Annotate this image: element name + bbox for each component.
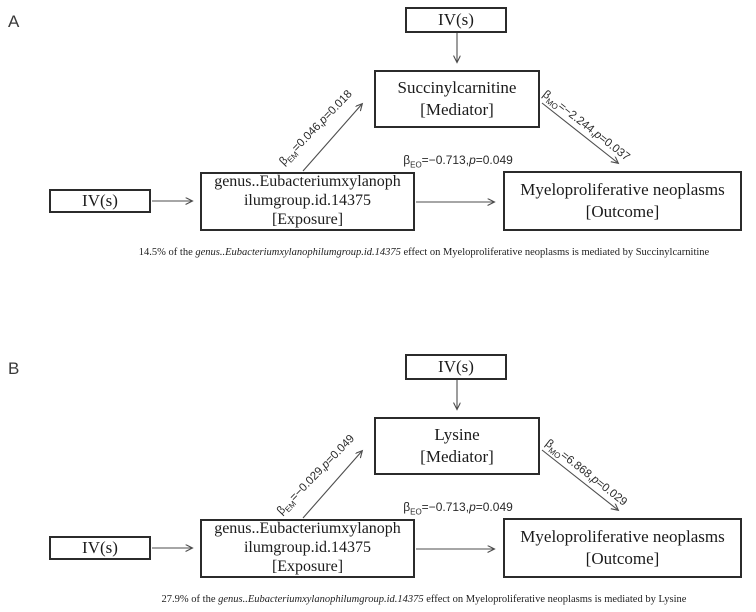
beta-eo-label: βEO=−0.713,p=0.049 (403, 153, 513, 170)
panel-a-caption: 14.5% of the genus..Eubacteriumxylanophi… (138, 247, 710, 258)
outcome-role: [Outcome] (585, 202, 660, 221)
iv-box-top-label: IV(s) (438, 10, 474, 29)
arrow-mediator-to-outcome (541, 449, 618, 510)
exposure-name-line2: ilumgroup.id.14375 (243, 192, 372, 210)
exposure-role: [Exposure] (271, 210, 344, 228)
iv-box-left: IV(s) (49, 536, 151, 560)
iv-box-left: IV(s) (49, 189, 151, 213)
panel-a: A IV(s) IV(s) Succinylcarnitine [Mediato… (0, 0, 756, 300)
panel-b-caption: 27.9% of the genus..Eubacteriumxylanophi… (161, 594, 687, 605)
beta-eo-label: βEO=−0.713,p=0.049 (403, 500, 513, 517)
panel-b: B IV(s) IV(s) Lysine [Mediator] genus..E… (0, 347, 756, 612)
arrow-exposure-to-mediator (302, 104, 362, 172)
arrow-exposure-to-mediator (302, 451, 362, 519)
outcome-role: [Outcome] (585, 549, 660, 568)
iv-box-top: IV(s) (405, 354, 507, 380)
iv-box-left-label: IV(s) (82, 538, 118, 557)
exposure-name-line2: ilumgroup.id.14375 (243, 539, 372, 557)
iv-box-top-label: IV(s) (438, 357, 474, 376)
panel-b-label: B (8, 359, 20, 378)
panel-a-label: A (8, 12, 20, 31)
exposure-box: genus..Eubacteriumxylanoph ilumgroup.id.… (200, 519, 415, 578)
iv-box-top: IV(s) (405, 7, 507, 33)
panel-a-arrows (152, 33, 756, 300)
mediator-role: [Mediator] (420, 100, 494, 119)
panel-b-arrows (152, 380, 756, 612)
iv-box-left-label: IV(s) (82, 191, 118, 210)
outcome-box: Myeloproliferative neoplasms [Outcome] (503, 518, 742, 578)
mediator-name: Lysine (434, 424, 480, 444)
arrow-mediator-to-outcome (541, 102, 618, 163)
mediator-role: [Mediator] (420, 447, 494, 466)
outcome-box: Myeloproliferative neoplasms [Outcome] (503, 171, 742, 231)
exposure-name-line1: genus..Eubacteriumxylanoph (214, 173, 401, 191)
exposure-name-line1: genus..Eubacteriumxylanoph (214, 520, 401, 538)
outcome-name: Myeloproliferative neoplasms (520, 179, 725, 199)
mediator-box: Succinylcarnitine [Mediator] (374, 70, 540, 128)
mediator-box: Lysine [Mediator] (374, 417, 540, 475)
outcome-name: Myeloproliferative neoplasms (520, 526, 725, 546)
exposure-role: [Exposure] (271, 557, 344, 575)
mediator-name: Succinylcarnitine (397, 77, 517, 97)
exposure-box: genus..Eubacteriumxylanoph ilumgroup.id.… (200, 172, 415, 231)
